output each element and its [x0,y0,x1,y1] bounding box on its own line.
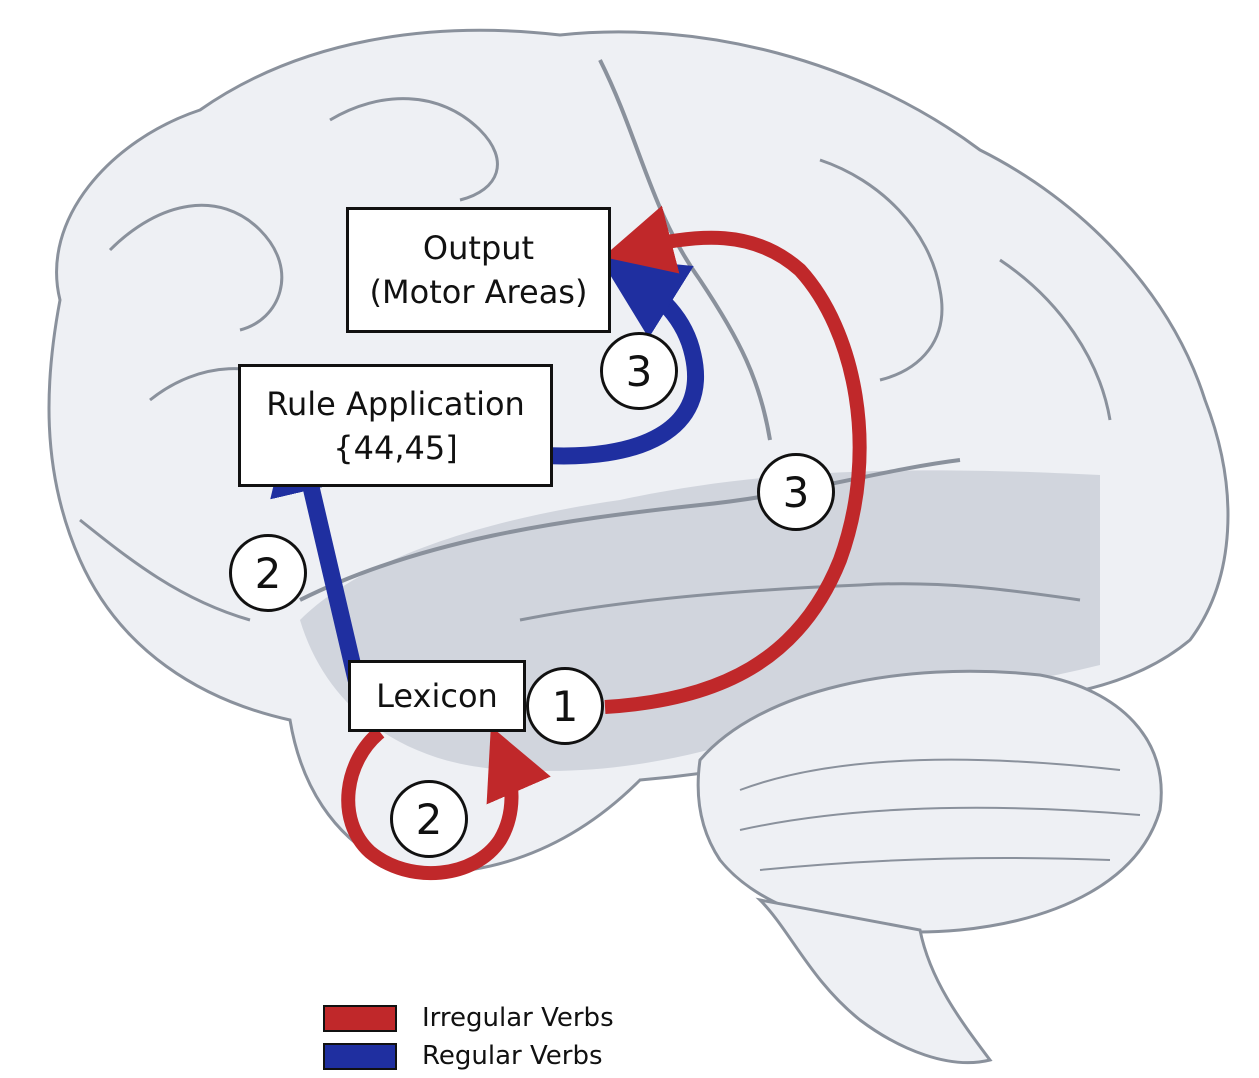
step-badge-2-irregular: 2 [390,780,468,858]
legend-swatch-regular [323,1043,397,1070]
step-badge-1: 1 [526,667,604,745]
legend-swatch-irregular [323,1005,397,1032]
legend-label-irregular: Irregular Verbs [422,1003,614,1033]
output-box: Output (Motor Areas) [346,207,611,333]
legend-item-irregular: Irregular Verbs [323,1003,614,1033]
step-badge-3-irregular: 3 [757,453,835,531]
rule-application-areas: {44,45] [333,426,457,470]
rule-application-title: Rule Application [266,382,525,426]
legend-label-regular: Regular Verbs [422,1041,603,1071]
step-badge-3-regular: 3 [600,332,678,410]
legend-item-regular: Regular Verbs [323,1041,603,1071]
rule-application-box: Rule Application {44,45] [238,364,553,487]
output-box-title: Output [423,226,534,270]
lexicon-box: Lexicon [348,660,526,732]
step-badge-2-regular: 2 [229,534,307,612]
output-box-subtitle: (Motor Areas) [370,270,588,314]
brain-illustration [49,30,1228,1062]
cerebellum [698,671,1161,932]
lexicon-title: Lexicon [376,674,498,718]
